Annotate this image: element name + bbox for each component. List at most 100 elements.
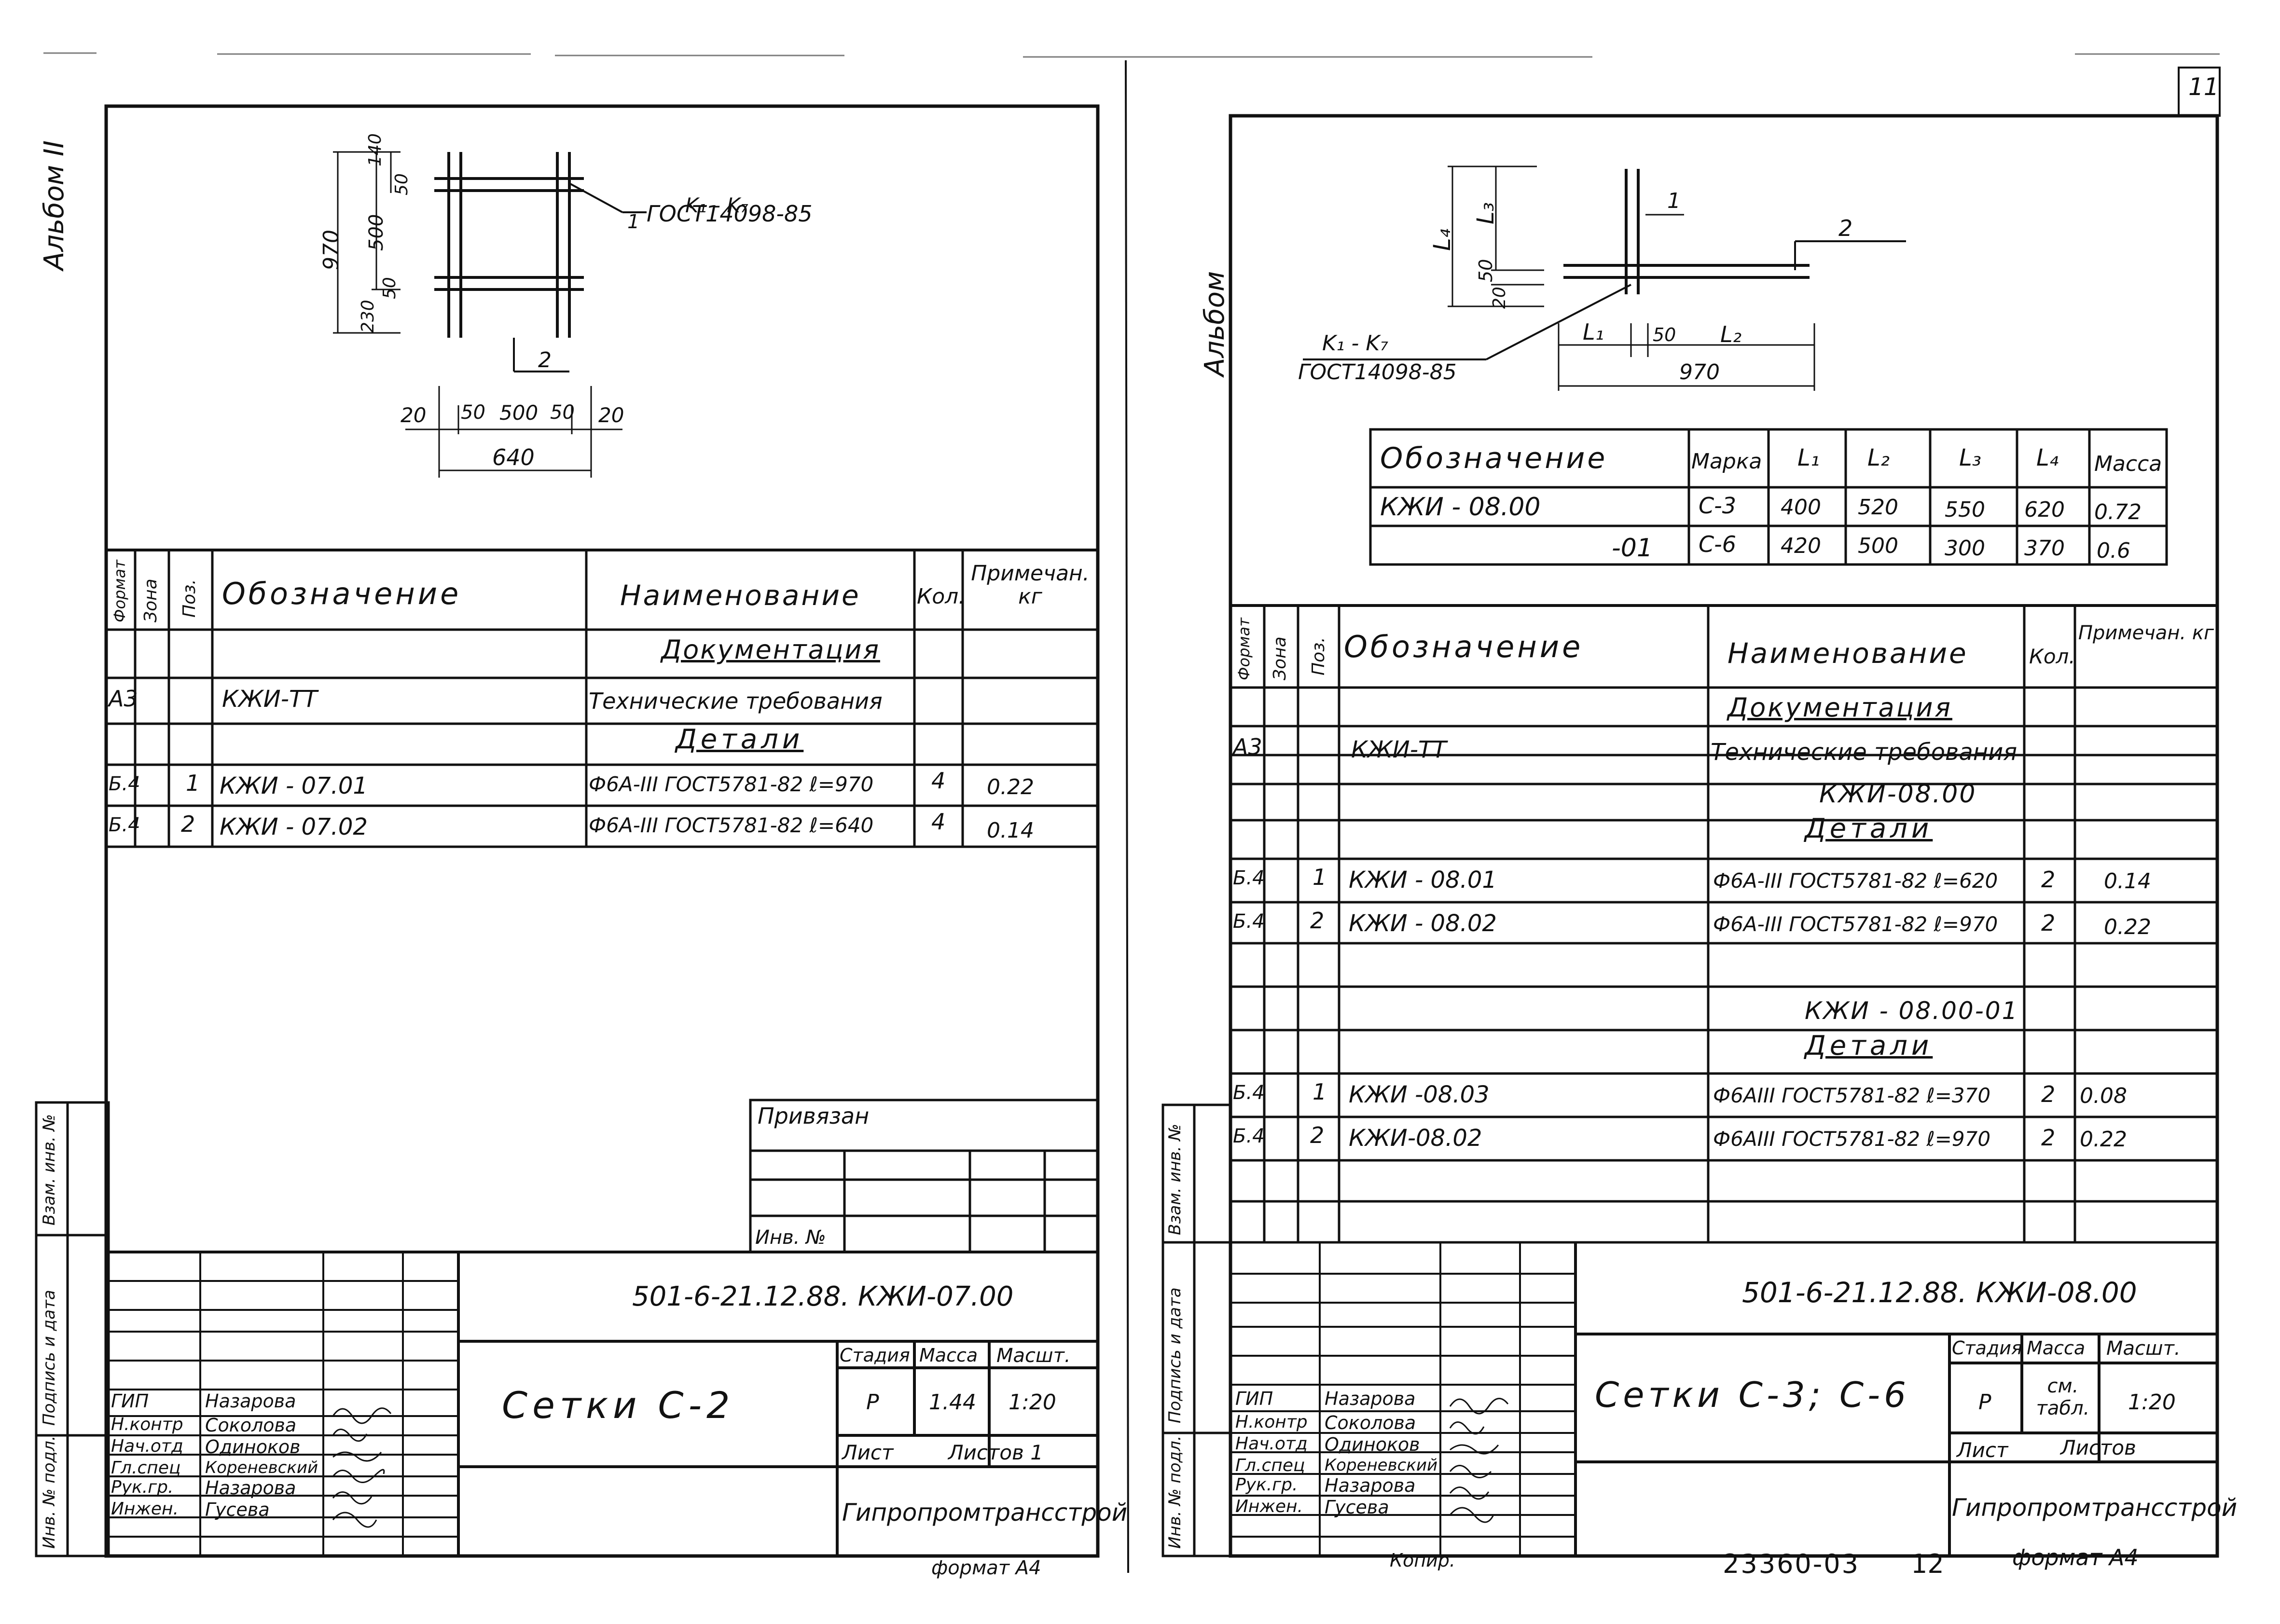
left-p1-role: ГИП [111,1390,149,1412]
right-p6-name: Гусева [1325,1497,1389,1518]
right-p1-role: ГИП [1235,1388,1273,1409]
left-dim-20b: 20 [598,403,624,427]
right-marks-grid [1369,428,2168,566]
right-org: Гипропромтрансстрой [1952,1494,2238,1522]
left-r2-pos: 2 [181,811,195,837]
right-dim-L2: L₂ [1720,321,1742,347]
left-massa-h: Масса [919,1345,978,1366]
right-stadia: Р [1978,1390,1991,1415]
right-h-format: Формат [1235,618,1253,680]
center-divider [1125,60,1129,1573]
right-r2-kol: 2 [2041,910,2056,936]
right-h-kol: Кол. [2029,645,2075,668]
right-m-r1-oboz: КЖИ - 08.00 [1380,493,1541,522]
left-stadia: Р [866,1390,879,1415]
left-h-zona: Зона [141,578,161,622]
right-m-r1-L1: 400 [1781,495,1821,520]
left-privyazan: Привязан [758,1103,870,1129]
scan-top-marks [43,52,2220,58]
left-inv: Инв. № [755,1226,826,1249]
right-r1-name: Ф6А-ІІІ ГОСТ5781-82 ℓ=620 [1713,869,1998,893]
right-dims [1448,165,1815,391]
left-privyazan-grid [749,1099,1099,1253]
right-title-grid [1230,1242,2217,1556]
right-m-r2-massa: 0.6 [2097,538,2130,563]
left-spec-grid [106,550,1098,848]
left-doc-name: Технические требования [589,688,883,714]
right-h-name: Наименование [1727,637,1968,670]
right-sub2: КЖИ - 08.00-01 [1805,997,2019,1025]
right-m-r1-marka: С-3 [1699,493,1736,519]
left-org: Гипропромтрансстрой [842,1499,1128,1527]
left-h-name: Наименование [620,579,861,612]
left-list: Лист [842,1441,894,1464]
right-h-pos: Поз. [1309,637,1328,675]
right-side-strip [1161,1103,1232,1557]
left-dim-20a: 20 [401,403,427,427]
right-dim-50b: 50 [1653,324,1676,345]
right-massa-h: Масса [2027,1337,2086,1359]
right-r3-pos: 1 [1313,1079,1327,1105]
right-r3-oboz: КЖИ -08.03 [1349,1081,1490,1108]
right-m-h-L3: L₃ [1959,444,1981,471]
right-dim-50: 50 [1475,259,1496,282]
right-r3-name: Ф6АІІІ ГОСТ5781-82 ℓ=370 [1713,1084,1991,1107]
right-dim-L4: L₄ [1429,229,1456,251]
left-r1-kol: 4 [931,768,946,794]
right-m-h-L4: L₄ [2036,444,2059,471]
right-r2-fmt: Б.4 [1233,910,1265,933]
left-h-prim: Примечан. кг [971,561,1090,609]
right-mesh-diagram [1303,169,1906,360]
right-r4-pos: 2 [1310,1122,1325,1148]
left-doc-oboz: КЖИ-ТТ [222,686,318,713]
left-pos-1: 1 [627,211,640,233]
right-p5-role: Рук.гр. [1235,1475,1298,1495]
left-dims [333,151,622,478]
right-sec-det1: Детали [1805,813,1933,844]
right-p5-name: Назарова [1325,1475,1416,1496]
left-masht-h: Масшт. [996,1345,1071,1367]
left-album-label: Альбом II [39,140,70,270]
right-sec-doc: Документация [1727,692,1952,723]
left-sec-doc: Документация [661,634,880,665]
right-archive-sheet: 12 [1911,1549,1944,1579]
right-r4-prim: 0.22 [2080,1127,2127,1152]
right-code: 501-6-21.12.88. КЖИ-08.00 [1742,1276,2137,1309]
right-listov: Листов [2060,1436,2136,1459]
right-m-r1-massa: 0.72 [2094,500,2142,524]
left-p5-role: Рук.гр. [111,1477,174,1497]
right-m-r2-L1: 420 [1781,534,1821,558]
left-side-vzam: Взам. инв. № [40,1114,59,1225]
right-copied: Копир. [1390,1550,1455,1571]
right-archive: 23360-03 [1723,1549,1860,1579]
right-p3-name: Одиноков [1325,1434,1420,1455]
left-frame [104,104,1100,1558]
left-p4-name: Кореневский [205,1458,318,1477]
left-r1-fmt: Б.4 [109,773,140,795]
left-p3-name: Одиноков [205,1436,301,1458]
right-m-r1-L3: 550 [1945,497,1985,522]
right-p3-role: Нач.отд [1235,1434,1308,1454]
right-h-zona: Зона [1270,636,1290,680]
right-r1-oboz: КЖИ - 08.01 [1349,867,1497,894]
left-p4-role: Гл.спец [111,1458,181,1478]
right-side-inv: Инв. № подл. [1165,1435,1185,1549]
right-m-r2-oboz: -01 [1612,534,1653,563]
right-masht: 1:20 [2128,1390,2176,1415]
left-doc-fmt: А3 [109,686,138,712]
right-r4-name: Ф6АІІІ ГОСТ5781-82 ℓ=970 [1713,1127,1991,1151]
left-r2-fmt: Б.4 [109,814,140,836]
right-doc-name: Технические требования [1711,739,2017,766]
left-r1-pos: 1 [186,770,200,796]
right-p1-name: Назарова [1325,1388,1416,1409]
left-r2-name: Ф6А-ІІІ ГОСТ5781-82 ℓ=640 [589,813,874,837]
right-masht-h: Масшт. [2106,1337,2181,1360]
left-p2-role: Н.контр [111,1415,183,1434]
left-r1-name: Ф6А-ІІІ ГОСТ5781-82 ℓ=970 [589,772,874,796]
left-dim-50b: 50 [380,277,400,299]
right-p4-role: Гл.спец [1235,1456,1305,1475]
right-m-r2-L2: 500 [1858,534,1898,558]
left-dim-50a: 50 [392,173,412,195]
left-r2-kol: 4 [931,809,946,835]
